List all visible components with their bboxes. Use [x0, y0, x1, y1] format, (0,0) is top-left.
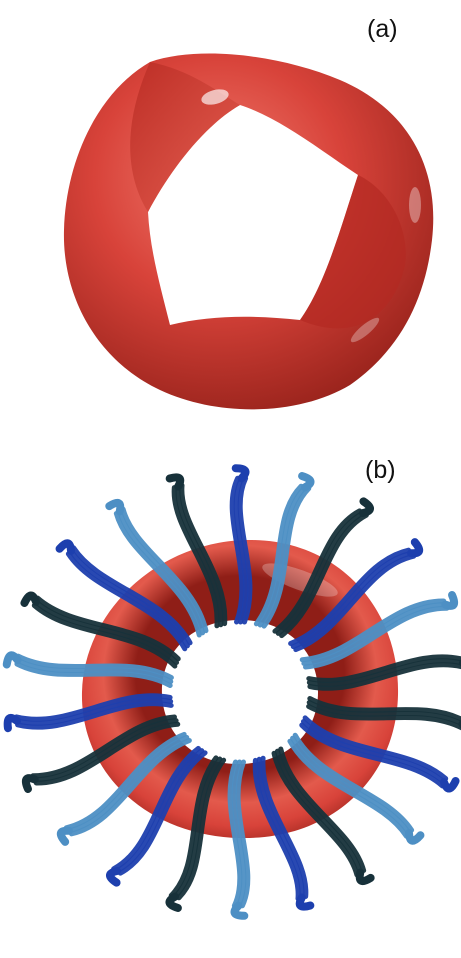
strand-tip	[444, 781, 456, 789]
strand-tip	[24, 595, 36, 603]
strand-tip	[61, 831, 69, 842]
strand-tip	[363, 501, 370, 513]
panel-b: (b)	[0, 430, 461, 958]
strand-tip	[60, 543, 71, 551]
strand-tip	[169, 897, 177, 908]
twisted-torus-surface-icon	[0, 0, 461, 430]
surface-highlight	[409, 187, 421, 223]
strand-tip	[300, 898, 311, 907]
strand-tip	[409, 833, 420, 841]
strand-tip	[7, 655, 18, 664]
torus-with-strands-icon	[0, 430, 461, 958]
strand-tip	[360, 873, 371, 882]
strand-tip	[26, 778, 35, 789]
strand-tip	[302, 476, 310, 487]
strand-tip	[411, 542, 419, 553]
strand-tip	[170, 477, 181, 486]
strand-tip	[445, 595, 454, 606]
strand-tip	[8, 718, 17, 728]
strand-tip	[110, 871, 117, 883]
panel-a: (a)	[0, 0, 461, 430]
strand-tip	[109, 503, 120, 512]
